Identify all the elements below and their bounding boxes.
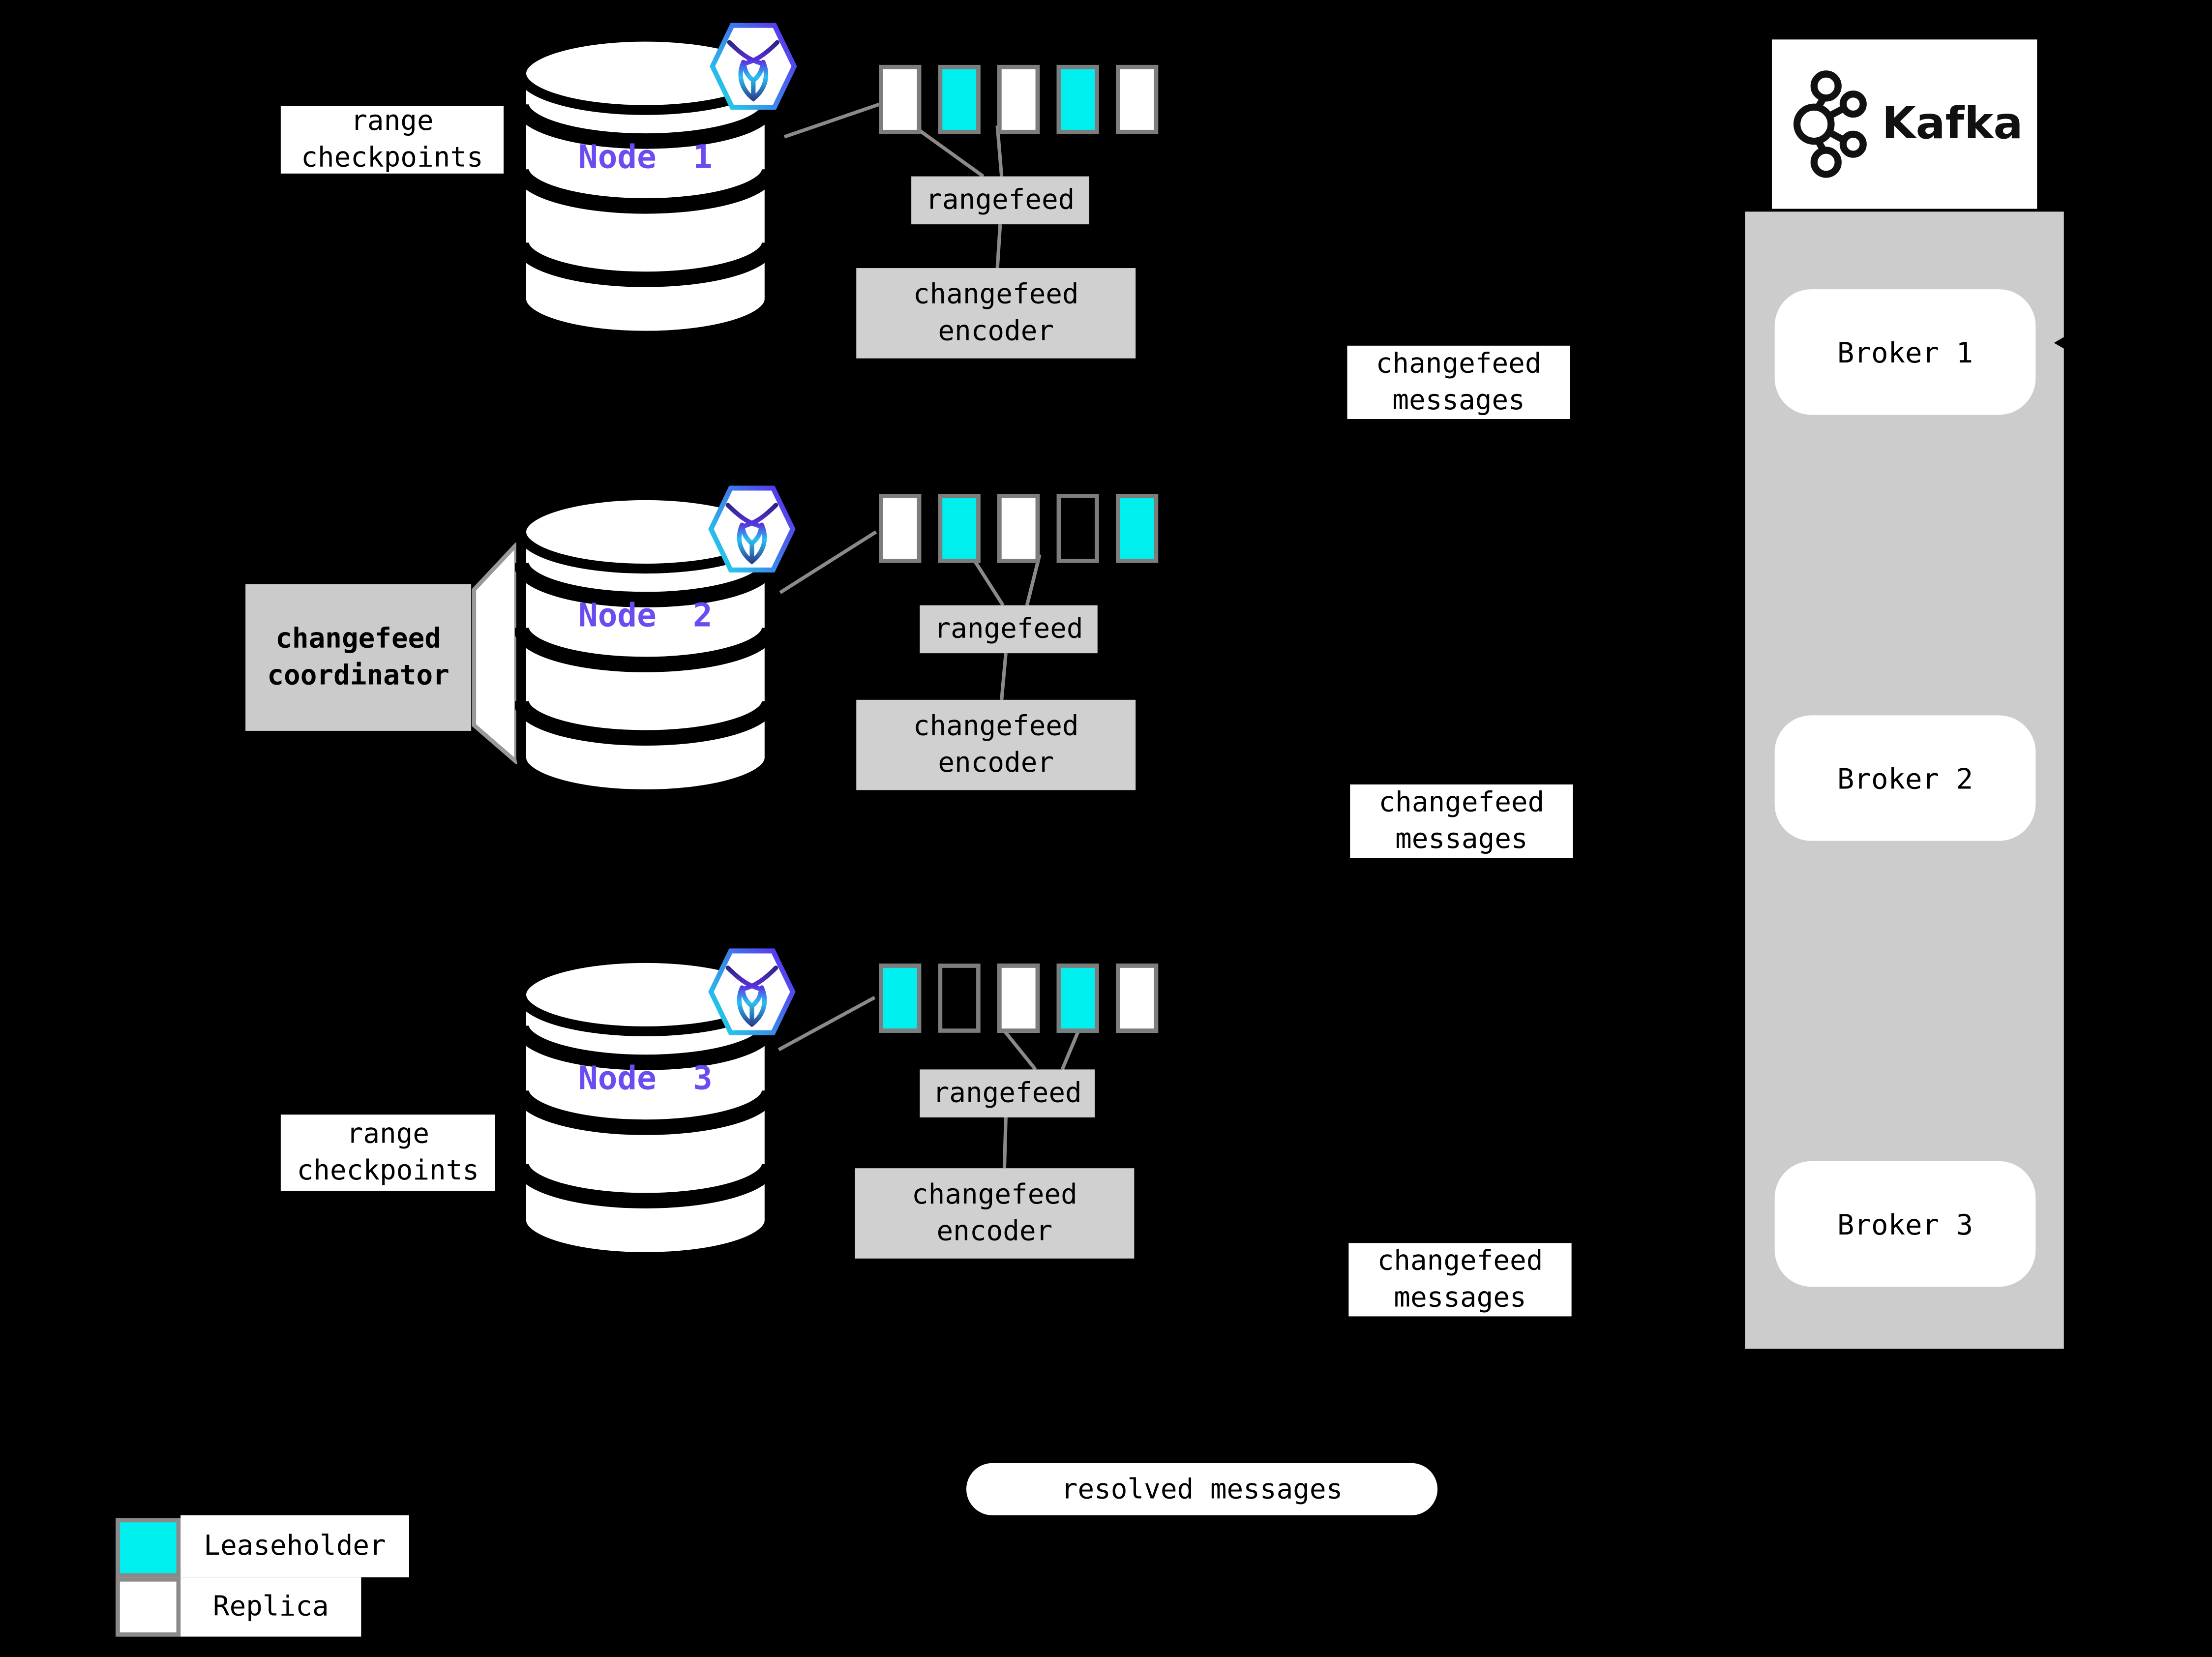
broker-2: Broker 2 xyxy=(1774,715,2036,841)
kafka-logo-box: Kafka xyxy=(1771,39,2037,209)
cockroachdb-icon xyxy=(710,23,797,110)
node3-changefeed-messages-label: changefeed messages xyxy=(1348,1243,1572,1317)
node1-label: Node 1 xyxy=(578,139,713,177)
range-checkpoints-label-bottom: range checkpoints xyxy=(280,1115,495,1191)
range-replica xyxy=(997,964,1040,1033)
range-replica xyxy=(879,494,922,563)
node3-label: Node 3 xyxy=(578,1061,713,1098)
cockroachdb-icon xyxy=(708,485,796,572)
range-replica xyxy=(997,64,1040,134)
range-checkpoints-label-top: range checkpoints xyxy=(280,106,504,174)
node1-rangefeed-box: rangefeed xyxy=(911,176,1089,225)
node2-rangefeed-box: rangefeed xyxy=(920,605,1098,654)
node3-changefeed-encoder-box: changefeed encoder xyxy=(855,1168,1135,1259)
range-leaseholder xyxy=(938,494,981,563)
range-leaseholder xyxy=(938,64,981,134)
kafka-title: Kafka xyxy=(1882,98,2023,150)
cockroachdb-icon xyxy=(708,948,796,1035)
changefeed-coordinator-box: changefeed coordinator xyxy=(245,584,472,731)
node3-ranges xyxy=(879,964,1159,1033)
legend-replica-swatch xyxy=(116,1577,181,1637)
node1-changefeed-messages-label: changefeed messages xyxy=(1347,345,1570,419)
broker-3: Broker 3 xyxy=(1774,1161,2036,1287)
node2-changefeed-encoder-box: changefeed encoder xyxy=(856,699,1136,790)
resolved-messages-pill: resolved messages xyxy=(966,1463,1438,1515)
legend-leaseholder-label: Leaseholder xyxy=(180,1515,409,1578)
broker-1: Broker 1 xyxy=(1774,289,2036,415)
range-replica xyxy=(1116,964,1159,1033)
range-replica xyxy=(879,64,922,134)
node1-changefeed-encoder-box: changefeed encoder xyxy=(856,268,1136,359)
node2-ranges xyxy=(879,494,1159,563)
arrowhead-into-broker1 xyxy=(2054,332,2071,353)
node3-rangefeed-box: rangefeed xyxy=(920,1069,1095,1117)
range-empty xyxy=(938,964,981,1033)
range-leaseholder xyxy=(1116,494,1159,563)
node2-database-cylinder xyxy=(515,490,776,800)
range-empty xyxy=(1056,494,1099,563)
node2-changefeed-messages-label: changefeed messages xyxy=(1350,784,1573,858)
kafka-icon xyxy=(1793,70,1867,178)
node2-label: Node 2 xyxy=(578,598,713,635)
node3-database-cylinder xyxy=(515,953,776,1262)
range-replica xyxy=(997,494,1040,563)
range-leaseholder xyxy=(879,964,922,1033)
coordinator-bracket xyxy=(472,542,519,764)
node1-database-cylinder xyxy=(515,31,776,341)
node1-ranges xyxy=(879,64,1159,134)
legend-replica-label: Replica xyxy=(180,1577,361,1637)
range-leaseholder xyxy=(1056,964,1099,1033)
legend-leaseholder-swatch xyxy=(116,1518,181,1578)
range-replica xyxy=(1116,64,1159,134)
range-leaseholder xyxy=(1056,64,1099,134)
